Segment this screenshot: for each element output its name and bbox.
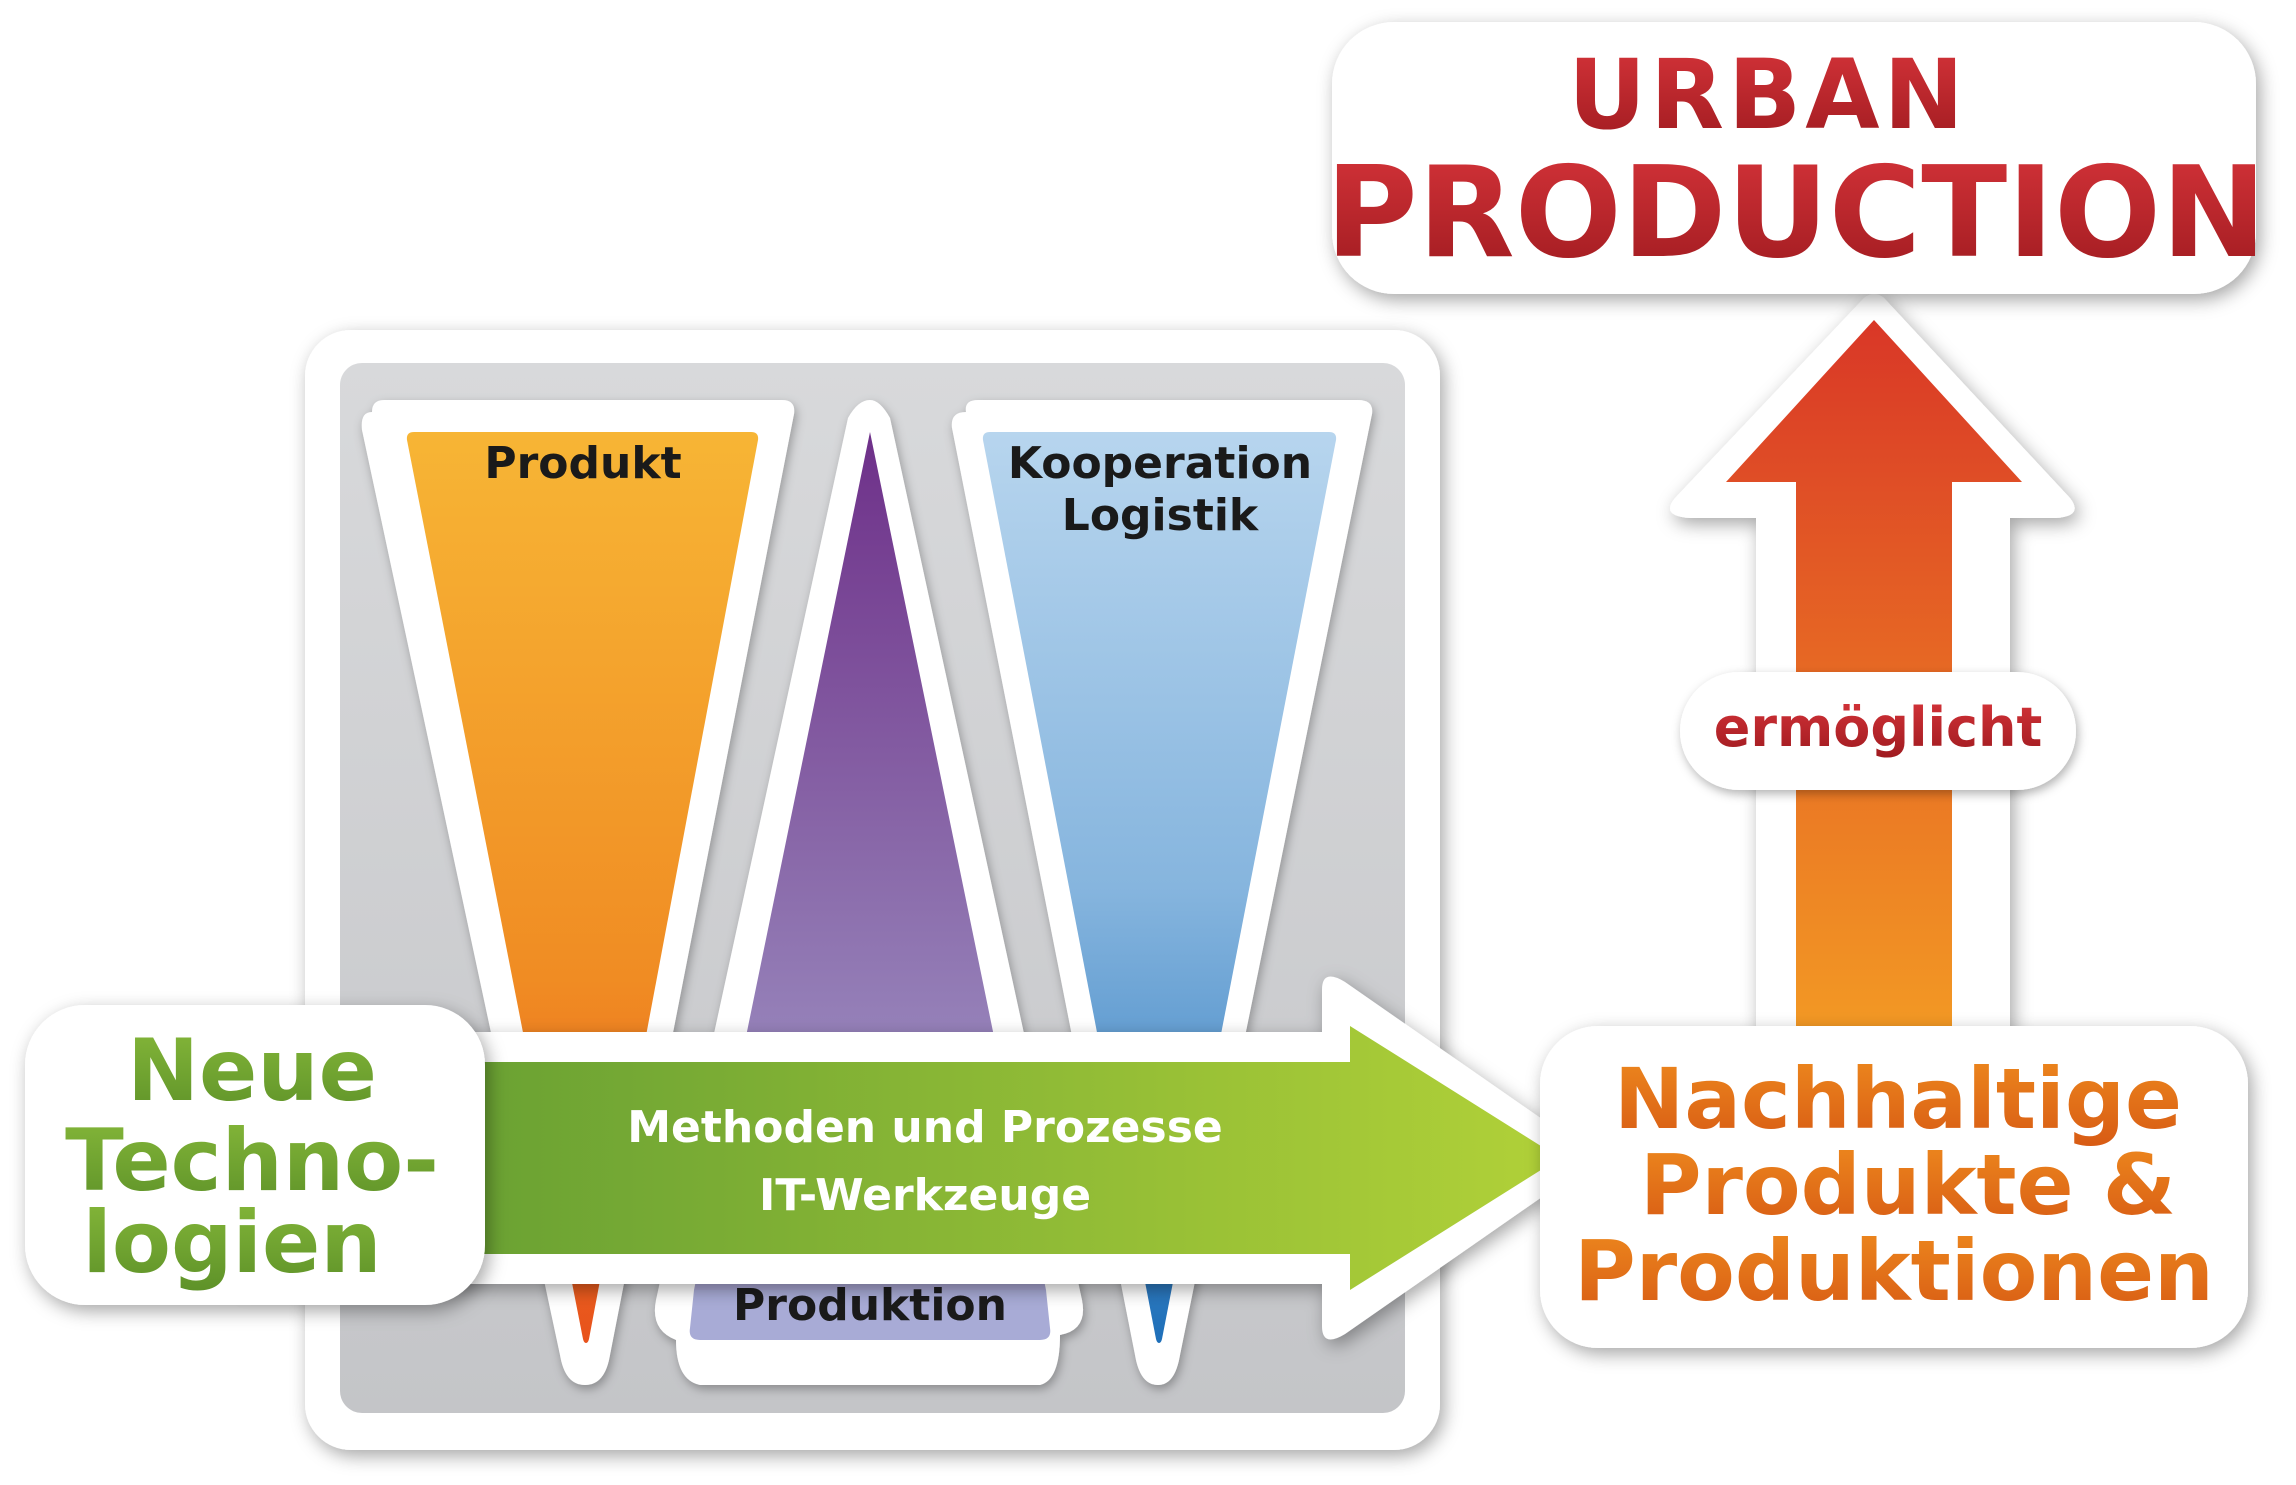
funnel-cooperation-label-line2: Logistik: [1062, 490, 1260, 541]
enables-label-badge: ermöglicht: [1680, 672, 2076, 790]
funnel-production-label: Produktion: [733, 1280, 1007, 1331]
title-line2: PRODUCTION: [1325, 139, 2266, 286]
methods-arrow-label-line1: Methoden und Prozesse: [627, 1102, 1223, 1153]
sustainable-products-line1: Nachhaltige: [1614, 1050, 2182, 1148]
funnel-cooperation: [982, 432, 1337, 1343]
funnel-product-label: Produkt: [484, 438, 681, 489]
new-technologies-line3: logien: [82, 1193, 381, 1293]
new-technologies-line2: Techno-: [65, 1111, 439, 1211]
enables-label: ermöglicht: [1714, 696, 2043, 759]
methods-arrow-label-line2: IT-Werkzeuge: [759, 1170, 1091, 1221]
new-technologies-label: Neue Techno- logien: [25, 1005, 485, 1305]
methods-arrow: [240, 976, 1584, 1340]
sustainable-products-line3: Produktionen: [1574, 1222, 2214, 1320]
title-badge: URBAN PRODUCTION: [1325, 22, 2267, 294]
sustainable-products-line2: Produkte &: [1640, 1136, 2176, 1234]
title-line1: URBAN: [1568, 39, 1968, 151]
funnel-cooperation-label-line1: Kooperation: [1008, 438, 1312, 489]
funnel-product: [406, 432, 759, 1343]
sustainable-products-label: Nachhaltige Produkte & Produktionen: [1540, 1026, 2248, 1348]
new-technologies-line1: Neue: [127, 1021, 377, 1121]
